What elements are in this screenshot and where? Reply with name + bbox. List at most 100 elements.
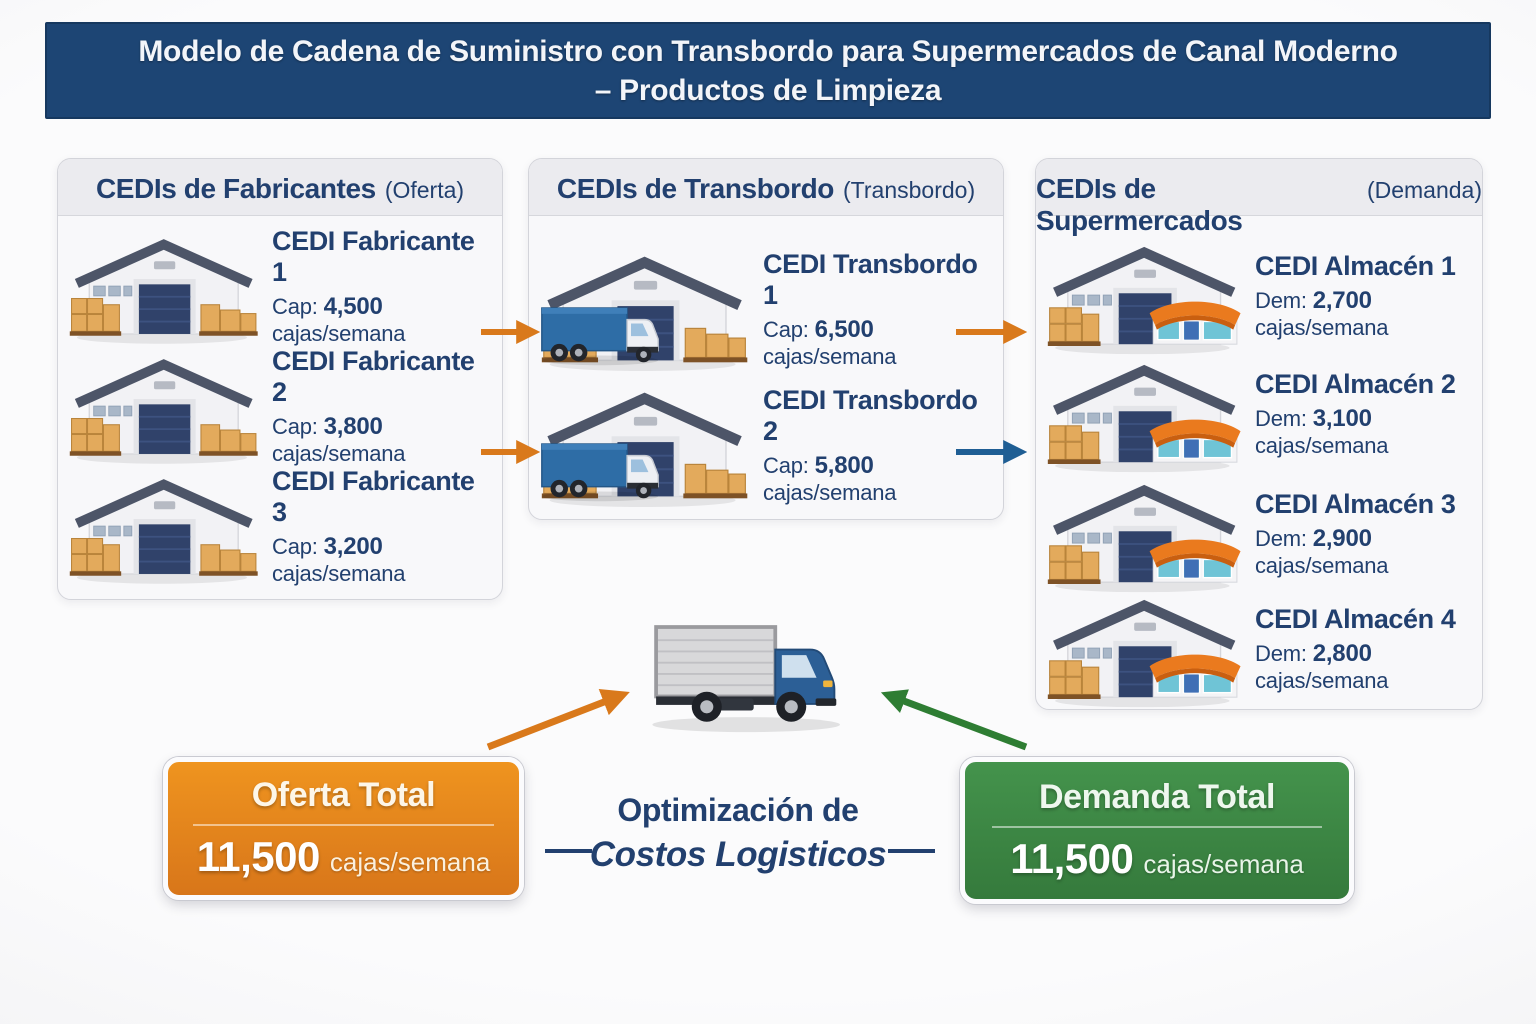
warehouse-icon [68,228,259,346]
item-name: CEDI Almacén 1 [1255,251,1456,281]
panel-supermercados-subtitle: (Demanda) [1366,177,1482,203]
item-demand: Dem: 2,700 cajas/semana [1255,287,1474,341]
item-name: CEDI Transbordo 1 [763,248,978,310]
item-name: CEDI Fabricante 2 [272,346,475,407]
oferta-total-unit: cajas/semana [329,847,491,877]
delivery-truck-icon [652,625,841,733]
divider [192,824,495,826]
cap-value: 3,200 [323,533,383,560]
cedi-almacen-4-row: CEDI Almacén 4 Dem: 2,800 cajas/semana [1046,591,1474,707]
arrow-oferta-to-truck [486,689,630,751]
warehouse-store-icon [1046,589,1242,709]
cap-label: Cap: [272,414,318,439]
panel-transbordo-title: CEDIs de Transbordo [556,173,835,204]
warehouse-icon [68,348,259,466]
dem-unit: cajas/semana [1255,433,1389,458]
optimization-line2: Costos Logisticos [589,835,887,874]
demanda-total-value: 11,500 [1010,835,1134,882]
panel-fabricantes-header: CEDIs de Fabricantes (Oferta) [58,159,502,216]
item-capacity: Cap: 3,200 cajas/semana [272,533,494,587]
dem-label: Dem: [1255,406,1307,431]
divider [991,826,1323,828]
cedi-fabricante-2-row: CEDI Fabricante 2 Cap: 3,800 cajas/seman… [68,346,494,467]
cedi-almacen-3-row: CEDI Almacén 3 Dem: 2,900 cajas/semana [1046,476,1474,592]
cedi-transbordo-2-row: CEDI Transbordo 2 Cap: 5,800 cajas/seman… [539,383,995,507]
cap-label: Cap: [763,452,809,478]
cedi-almacen-1-text: CEDI Almacén 1 Dem: 2,700 cajas/semana [1255,251,1474,341]
warehouse-store-icon [1046,236,1242,356]
dem-label: Dem: [1255,288,1307,313]
optimization-label: Optimización de Costos Logisticos [553,792,923,875]
title-banner: Modelo de Cadena de Suministro con Trans… [45,22,1491,119]
panel-supermercados: CEDIs de Supermercados (Demanda) CEDI Al… [1035,158,1483,710]
cedi-fabricante-1-text: CEDI Fabricante 1 Cap: 4,500 cajas/seman… [272,226,494,347]
cap-value: 3,800 [323,413,383,440]
panel-supermercados-title: CEDIs de Supermercados [1036,173,1243,236]
panel-transbordo: CEDIs de Transbordo (Transbordo) CEDI Tr… [528,158,1004,520]
cap-unit: cajas/semana [272,321,406,346]
item-capacity: Cap: 6,500 cajas/semana [763,316,995,370]
dem-unit: cajas/semana [1255,553,1389,578]
oferta-total-value-row: 11,500 cajas/semana [197,833,491,881]
warehouse-store-icon [1046,354,1242,474]
dem-value: 2,800 [1312,640,1372,667]
demanda-total-unit: cajas/semana [1143,849,1304,879]
item-capacity: Cap: 3,800 cajas/semana [272,413,494,467]
cap-value: 5,800 [814,451,874,479]
warehouse-truck-icon [539,246,748,372]
dem-value: 2,900 [1312,525,1372,552]
title-line1: Modelo de Cadena de Suministro con Trans… [138,34,1398,68]
dem-value: 2,700 [1312,287,1372,314]
cap-unit: cajas/semana [763,343,897,369]
cedi-almacen-1-row: CEDI Almacén 1 Dem: 2,700 cajas/semana [1046,238,1474,354]
panel-transbordo-subtitle: (Transbordo) [843,177,976,203]
cedi-fabricante-3-row: CEDI Fabricante 3 Cap: 3,200 cajas/seman… [68,466,494,587]
item-name: CEDI Almacén 3 [1255,489,1456,519]
demanda-total-title: Demanda Total [1039,778,1275,816]
cap-unit: cajas/semana [272,441,406,466]
item-demand: Dem: 2,900 cajas/semana [1255,525,1474,579]
oferta-total-value: 11,500 [196,833,321,880]
warehouse-icon [68,468,259,586]
item-name: CEDI Fabricante 3 [272,466,475,527]
cedi-fabricante-3-text: CEDI Fabricante 3 Cap: 3,200 cajas/seman… [272,466,494,587]
item-demand: Dem: 2,800 cajas/semana [1255,640,1474,694]
item-name: CEDI Fabricante 1 [272,226,475,287]
cedi-transbordo-1-text: CEDI Transbordo 1 Cap: 6,500 cajas/seman… [763,249,995,370]
panel-fabricantes-title: CEDIs de Fabricantes [95,173,376,204]
cedi-almacen-2-text: CEDI Almacén 2 Dem: 3,100 cajas/semana [1255,369,1474,459]
dem-unit: cajas/semana [1255,315,1389,340]
item-capacity: Cap: 5,800 cajas/semana [763,452,995,506]
cedi-almacen-3-text: CEDI Almacén 3 Dem: 2,900 cajas/semana [1255,489,1474,579]
item-demand: Dem: 3,100 cajas/semana [1255,405,1474,459]
warehouse-store-icon [1046,474,1242,594]
cap-value: 6,500 [814,315,874,343]
cedi-fabricante-2-text: CEDI Fabricante 2 Cap: 3,800 cajas/seman… [272,346,494,467]
demanda-total-box: Demanda Total 11,500 cajas/semana [960,757,1354,904]
demanda-total-value-row: 11,500 cajas/semana [1010,835,1304,883]
cap-label: Cap: [272,534,318,559]
optimization-line1: Optimización de [617,792,859,828]
panel-transbordo-header: CEDIs de Transbordo (Transbordo) [529,159,1003,216]
dem-label: Dem: [1255,526,1307,551]
item-name: CEDI Almacén 4 [1255,604,1456,634]
dem-unit: cajas/semana [1255,668,1389,693]
panel-fabricantes-subtitle: (Oferta) [384,177,465,203]
cedi-almacen-2-row: CEDI Almacén 2 Dem: 3,100 cajas/semana [1046,356,1474,472]
arrow-demanda-to-truck [880,689,1028,751]
item-name: CEDI Transbordo 2 [763,384,978,446]
item-capacity: Cap: 4,500 cajas/semana [272,293,494,347]
cap-value: 4,500 [323,293,383,320]
warehouse-truck-icon [539,382,748,508]
cap-label: Cap: [272,294,318,319]
item-name: CEDI Almacén 2 [1255,369,1456,399]
title-line2: – Productos de Limpieza [594,73,942,107]
cap-label: Cap: [763,316,809,342]
cap-unit: cajas/semana [272,561,406,586]
oferta-total-title: Oferta Total [251,776,436,814]
cedi-fabricante-1-row: CEDI Fabricante 1 Cap: 4,500 cajas/seman… [68,226,494,347]
cedi-almacen-4-text: CEDI Almacén 4 Dem: 2,800 cajas/semana [1255,604,1474,694]
dem-label: Dem: [1255,641,1307,666]
cedi-transbordo-2-text: CEDI Transbordo 2 Cap: 5,800 cajas/seman… [763,385,995,506]
panel-supermercados-header: CEDIs de Supermercados (Demanda) [1036,159,1482,236]
